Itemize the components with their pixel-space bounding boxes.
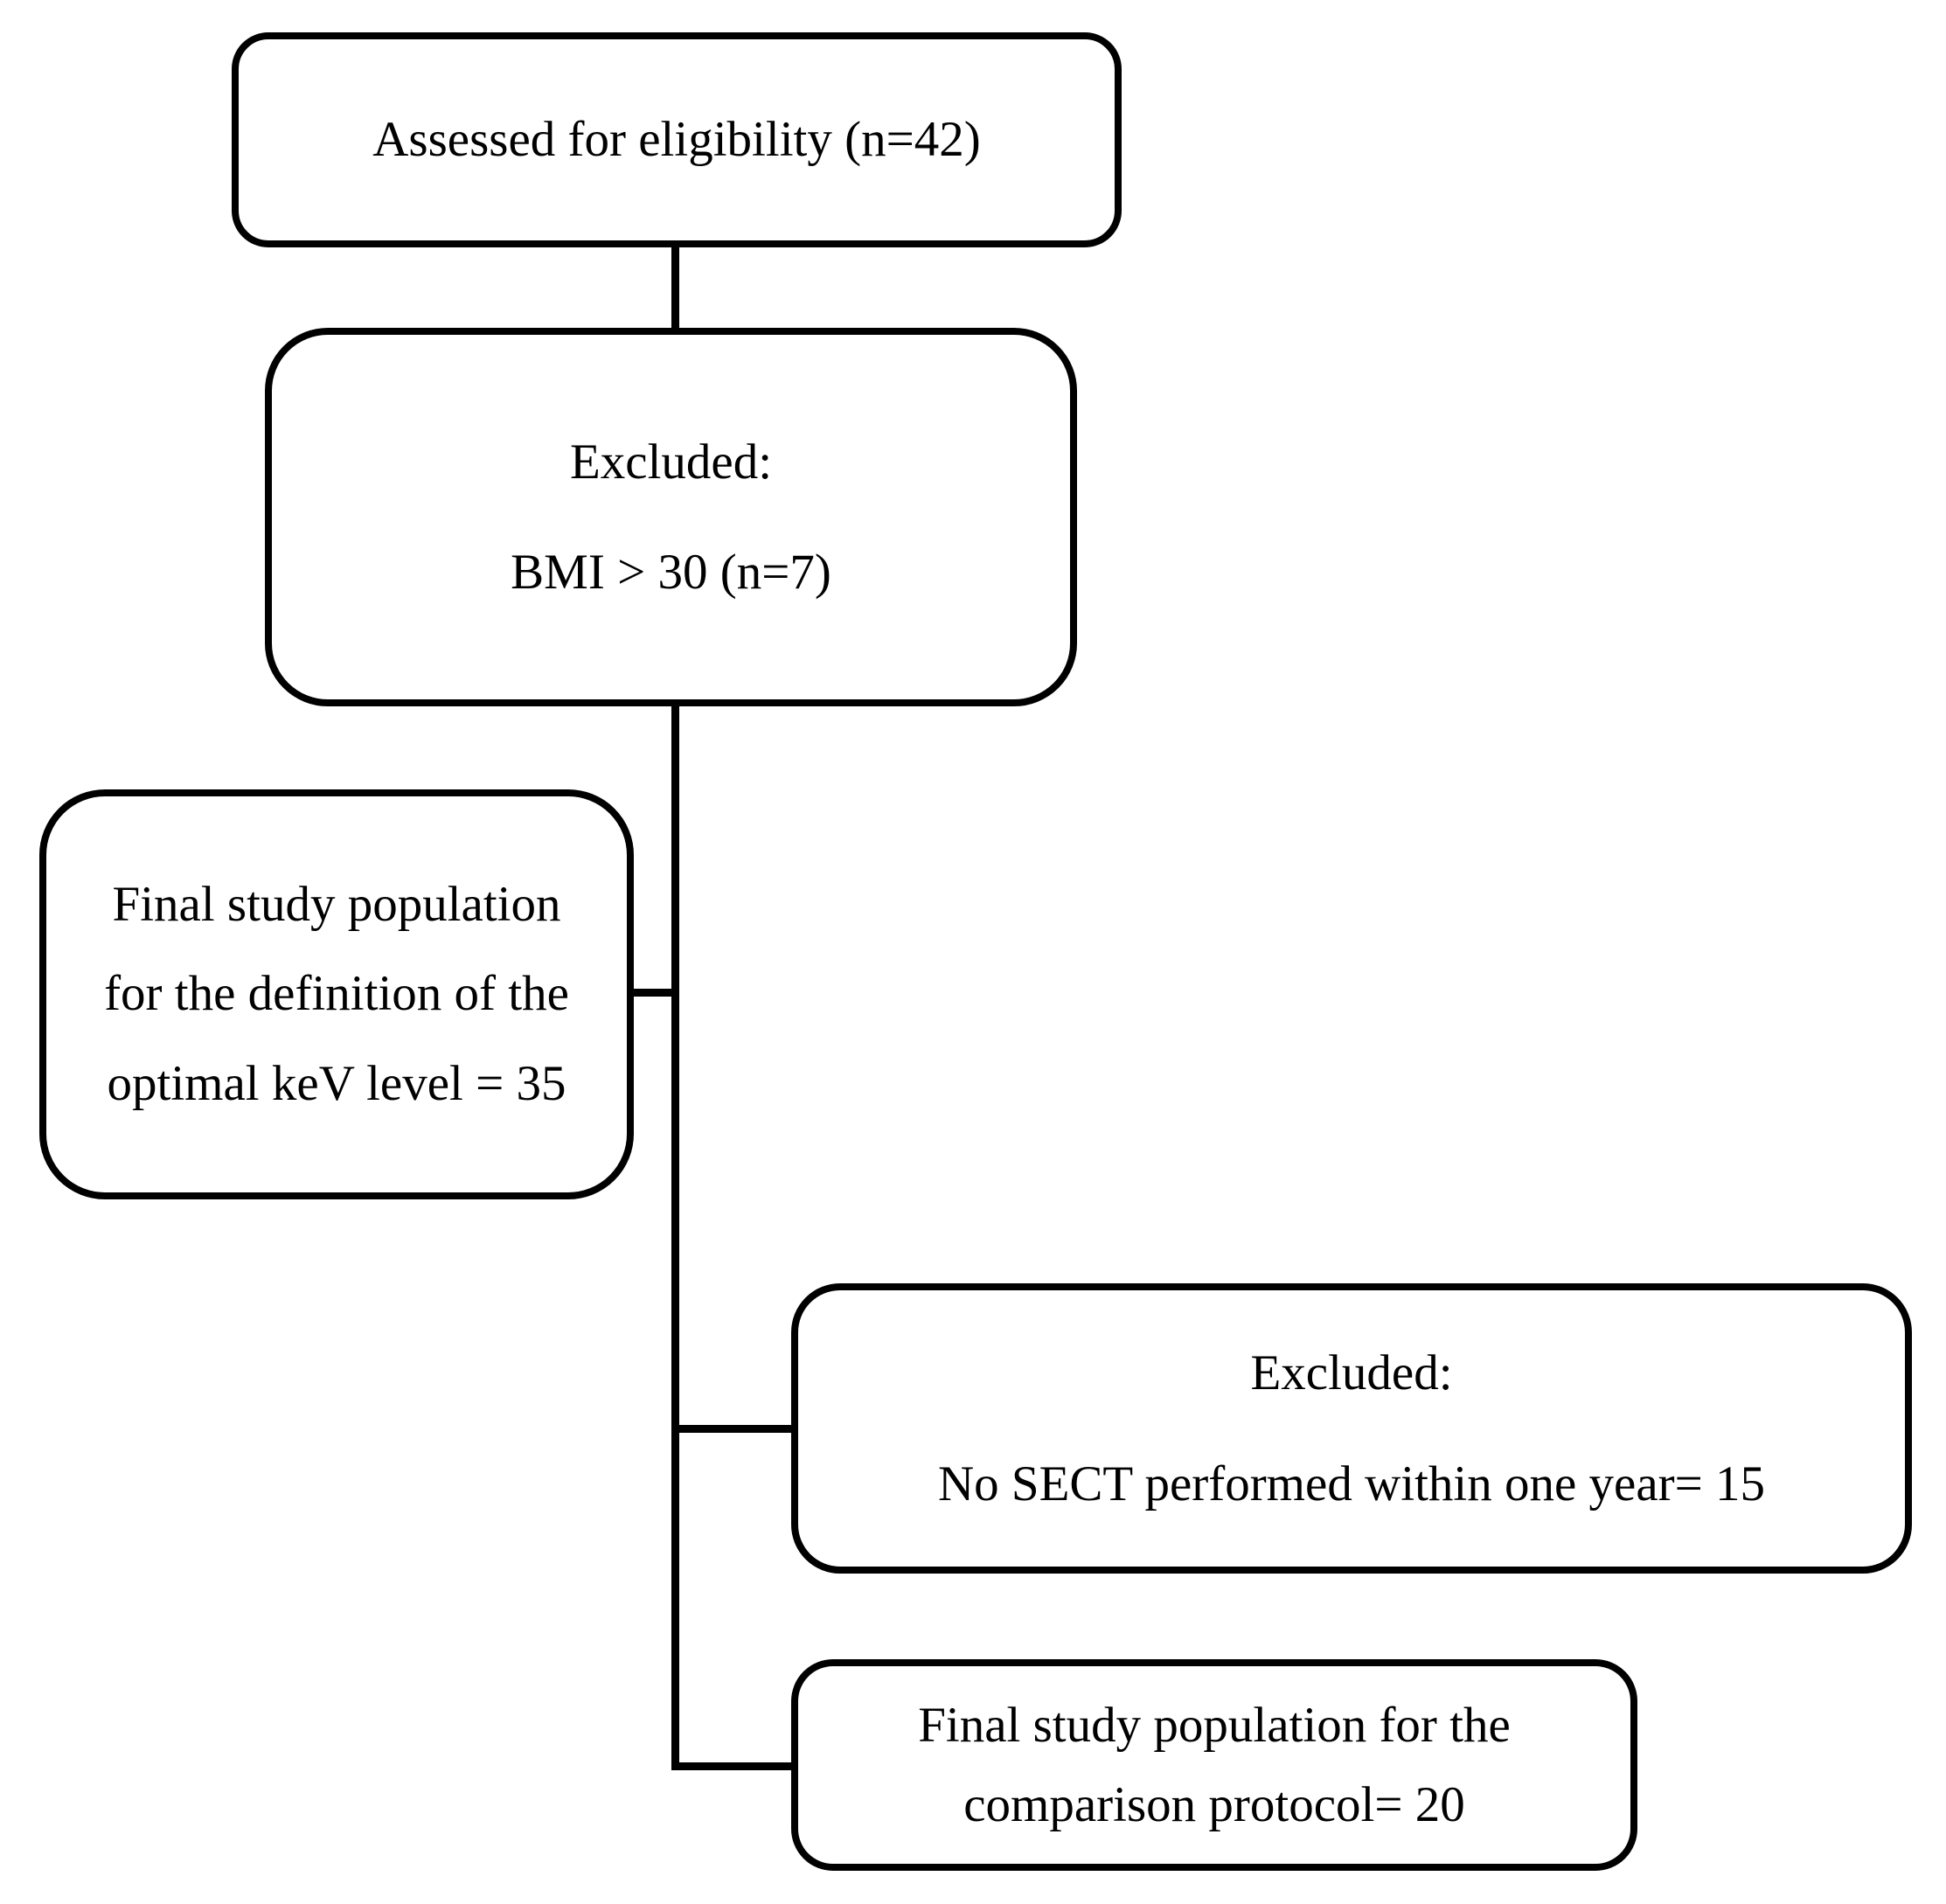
flow-node-text: No SECT performed within one year= 15 bbox=[937, 1456, 1766, 1511]
flow-node-final-population-comparison: Final study population for the compariso… bbox=[791, 1659, 1637, 1871]
flow-node-text: Assessed for eligibility (n=42) bbox=[372, 112, 981, 168]
connector-to-final-kev-box bbox=[625, 989, 678, 997]
flow-node-text: optimal keV level = 35 bbox=[107, 1055, 566, 1111]
flow-node-assessed-eligibility: Assessed for eligibility (n=42) bbox=[232, 32, 1122, 247]
connector-eligibility-to-excluded bbox=[671, 245, 679, 332]
connector-to-excluded-sect-box bbox=[675, 1425, 797, 1433]
flow-node-text: BMI > 30 (n=7) bbox=[511, 545, 831, 600]
flow-node-text: for the definition of the bbox=[104, 966, 569, 1022]
flow-node-text: Final study population bbox=[112, 876, 561, 932]
flow-node-text: Excluded: bbox=[569, 434, 773, 490]
connector-vertical-trunk bbox=[671, 703, 679, 1770]
flow-node-final-population-kev: Final study population for the definitio… bbox=[39, 789, 634, 1199]
flow-node-text: Excluded: bbox=[1250, 1345, 1453, 1401]
flow-node-excluded-no-sect: Excluded: No SECT performed within one y… bbox=[791, 1283, 1912, 1574]
flow-node-excluded-bmi: Excluded: BMI > 30 (n=7) bbox=[265, 328, 1077, 706]
flow-node-text: comparison protocol= 20 bbox=[963, 1777, 1465, 1832]
flow-node-text: Final study population for the bbox=[918, 1697, 1511, 1753]
connector-to-final-comparison-box bbox=[675, 1762, 797, 1770]
